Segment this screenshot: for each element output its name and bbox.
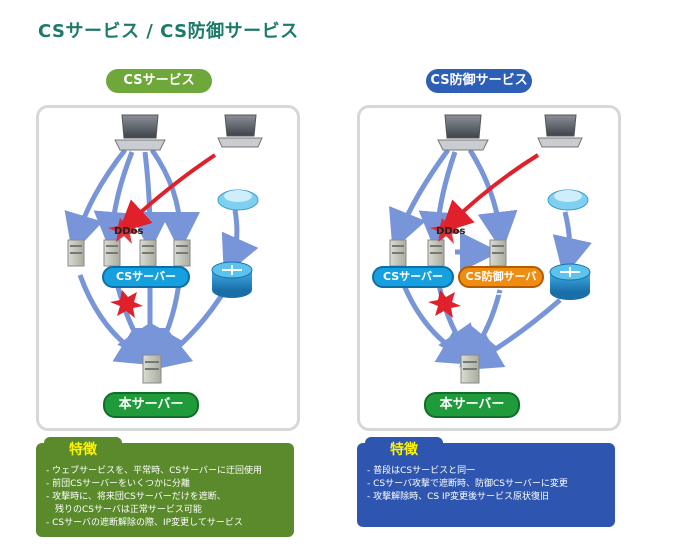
right-cs-defense-label: CS防御サーバー (458, 266, 544, 301)
left-server-1 (67, 239, 85, 267)
right-cloud-icon (547, 189, 589, 211)
left-block-burst (110, 290, 143, 318)
left-flow-arrows (64, 148, 259, 371)
right-server-2 (427, 239, 445, 267)
left-cloud-icon (217, 189, 259, 211)
left-attack-arrow (118, 153, 217, 233)
left-feature-heading: 特徴 (44, 437, 122, 463)
list-item: - CSサーバの遮断解除の際、IP変更してサービス (46, 518, 243, 528)
list-item: - ウェブサービスを、平常時、CSサーバーに迂回使用 (46, 466, 263, 476)
left-cs-server-label: CSサーバー (102, 266, 190, 288)
right-block-burst (428, 290, 461, 318)
left-main-server (142, 354, 162, 384)
left-server-3 (139, 239, 157, 267)
left-server-4 (173, 239, 191, 267)
page-title: CSサービス / CS防御サービス (38, 21, 299, 42)
list-item: - 攻撃解除時、CS IP変更後サービス原状復旧 (367, 492, 550, 502)
right-cs-server-label: CSサーバー (372, 266, 454, 288)
list-item: - CSサーバ攻撃で遮断時、防御CSサーバーに変更 (367, 479, 568, 489)
left-laptop-2 (217, 114, 263, 148)
right-feature-list: - 普段はCSサービスと同一 - CSサーバ攻撃で遮断時、防御CSサーバーに変更… (367, 465, 568, 504)
left-server-2 (103, 239, 121, 267)
list-item: - 攻撃時に、将来団CSサーバーだけを遮断、 (46, 492, 226, 502)
left-feature-list: - ウェブサービスを、平常時、CSサーバーに迂回使用 - 前団CSサーバーをいく… (46, 465, 262, 530)
right-feature-heading: 特徴 (365, 437, 443, 463)
right-heading: CS防御サービス (426, 69, 532, 93)
left-router-icon (211, 261, 253, 298)
left-laptop-1 (114, 114, 166, 151)
right-ddos-label: DDos (436, 226, 466, 237)
right-main-server-label: 本サーバー (424, 392, 520, 418)
left-main-server-label: 本サーバー (103, 392, 199, 418)
right-main-server (460, 354, 480, 384)
left-ddos-label: DDos (114, 226, 144, 237)
list-item: 残りのCSサーバは正常サービス可能 (46, 505, 202, 515)
right-ddos-burst (430, 218, 462, 244)
right-defense-server (489, 239, 507, 267)
right-router-icon (549, 263, 591, 300)
right-feature-box: 特徴 - 普段はCSサービスと同一 - CSサーバ攻撃で遮断時、防御CSサーバー… (357, 437, 615, 527)
right-attack-arrow (440, 153, 540, 234)
list-item: - 前団CSサーバーをいくつかに分離 (46, 479, 191, 489)
left-ddos-burst (108, 218, 140, 244)
right-server-1 (389, 239, 407, 267)
list-item: - 普段はCSサービスと同一 (367, 466, 476, 476)
left-feature-box: 特徴 - ウェブサービスを、平常時、CSサーバーに迂回使用 - 前団CSサーバー… (36, 437, 294, 537)
right-laptop-2 (537, 114, 583, 148)
right-flow-arrows (388, 148, 592, 371)
left-heading: CSサービス (106, 69, 212, 93)
right-laptop-1 (437, 114, 489, 151)
